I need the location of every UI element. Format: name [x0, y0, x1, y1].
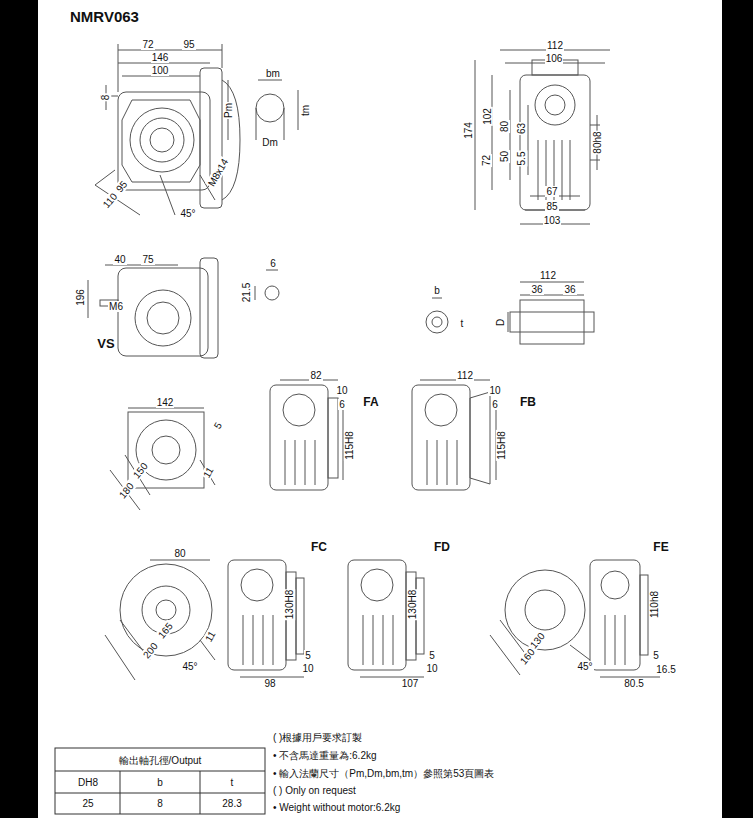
dimension-label: 95 — [182, 39, 195, 50]
dimension-label: tm — [300, 103, 311, 116]
note-text: • Weight without motor:6.2kg — [272, 802, 401, 813]
dimension-label: 10 — [335, 385, 348, 396]
dimension-label: 6 — [338, 399, 346, 410]
dimension-label: VS — [96, 338, 115, 349]
dimension-label: t — [460, 318, 465, 329]
dimension-label: 45° — [181, 661, 198, 672]
note-text: ( )根據用戶要求訂製 — [272, 732, 363, 743]
dimension-label: 130H8 — [408, 588, 419, 619]
dimension-label: 98 — [263, 678, 276, 689]
dimension-label: 5 — [428, 650, 436, 661]
dimension-label: 112 — [546, 40, 564, 51]
table-cell: DH8 — [77, 777, 99, 788]
dimension-label: 5.5 — [517, 150, 528, 166]
dimension-label: 36 — [530, 284, 543, 295]
dimension-label: FB — [519, 397, 537, 408]
dimension-label: D — [495, 317, 506, 326]
dimension-label: 5 — [304, 650, 312, 661]
note-text: • 不含馬達重量為:6.2kg — [272, 750, 378, 761]
table-cell: 8 — [156, 798, 164, 809]
dimension-label: 174 — [463, 121, 474, 140]
dimension-label: 80.5 — [623, 678, 644, 689]
note-text: ( ) Only on request — [272, 785, 357, 796]
dimension-label: 8 — [101, 93, 112, 101]
table-cell: 輸出軸孔徑/Output — [118, 755, 203, 766]
dimension-label: FD — [433, 542, 451, 553]
dimension-label: 10 — [301, 663, 314, 674]
dimension-label: 142 — [156, 397, 175, 408]
note-text: • 輸入法蘭尺寸（Pm,Dm,bm,tm）參照第53頁圖表 — [272, 768, 495, 779]
dimension-label: 102 — [482, 107, 493, 126]
dimension-label: 80 — [500, 119, 511, 132]
dimension-label: 40 — [113, 254, 126, 265]
dimension-label: 115H8 — [343, 430, 354, 461]
dimension-label: 5 — [652, 650, 660, 661]
dimension-label: 112 — [456, 370, 474, 381]
dimension-label: 45° — [179, 208, 196, 219]
dimension-label: 130H8 — [285, 588, 296, 619]
dimension-label: FC — [310, 542, 328, 553]
dimension-label: 80 — [173, 548, 186, 559]
dimension-label: 146 — [151, 52, 170, 63]
dimension-label: M6 — [108, 301, 124, 312]
dimension-label: 75 — [141, 254, 154, 265]
table-cell: t — [230, 777, 235, 788]
dimension-label: 36 — [563, 284, 576, 295]
dimension-label: bm — [265, 68, 281, 79]
dimension-label: FA — [362, 397, 379, 408]
dimension-label: 10 — [488, 385, 501, 396]
table-cell: b — [156, 777, 164, 788]
dimension-label: 100 — [151, 65, 170, 76]
dimension-label: b — [433, 285, 441, 296]
dimension-label: 45° — [576, 661, 593, 672]
dimension-label: 50 — [500, 149, 511, 162]
dimension-label: 107 — [401, 678, 420, 689]
table-cell: 25 — [81, 798, 94, 809]
dimension-label: 112 — [539, 270, 557, 281]
dimension-label: 115H8 — [495, 430, 506, 461]
dimension-label: 72 — [141, 39, 154, 50]
dimension-label: 6 — [269, 258, 277, 269]
dimension-label: 72 — [482, 153, 493, 166]
drawing-title: NMRV063 — [70, 8, 139, 25]
dimension-label: 106 — [545, 53, 564, 64]
dimension-label: Pm — [223, 102, 234, 119]
dimension-label: 85 — [545, 201, 558, 212]
dimension-label: 67 — [545, 186, 558, 197]
dimension-label: 80h8 — [592, 130, 603, 154]
dimension-label: 103 — [543, 215, 562, 226]
dimension-label: 16.5 — [655, 664, 676, 675]
dimension-label: 82 — [309, 370, 322, 381]
page-ground — [38, 0, 722, 818]
dimension-label: 10 — [425, 663, 438, 674]
dimension-label: 63 — [517, 121, 528, 134]
dimension-label: 6 — [491, 399, 499, 410]
dimension-label: 21.5 — [242, 281, 253, 302]
dimension-label: FE — [652, 542, 669, 553]
dimension-label: 110h8 — [649, 589, 660, 618]
dimension-label: 196 — [75, 288, 86, 307]
dimension-label: Dm — [261, 137, 279, 148]
table-cell: 28.3 — [221, 798, 242, 809]
